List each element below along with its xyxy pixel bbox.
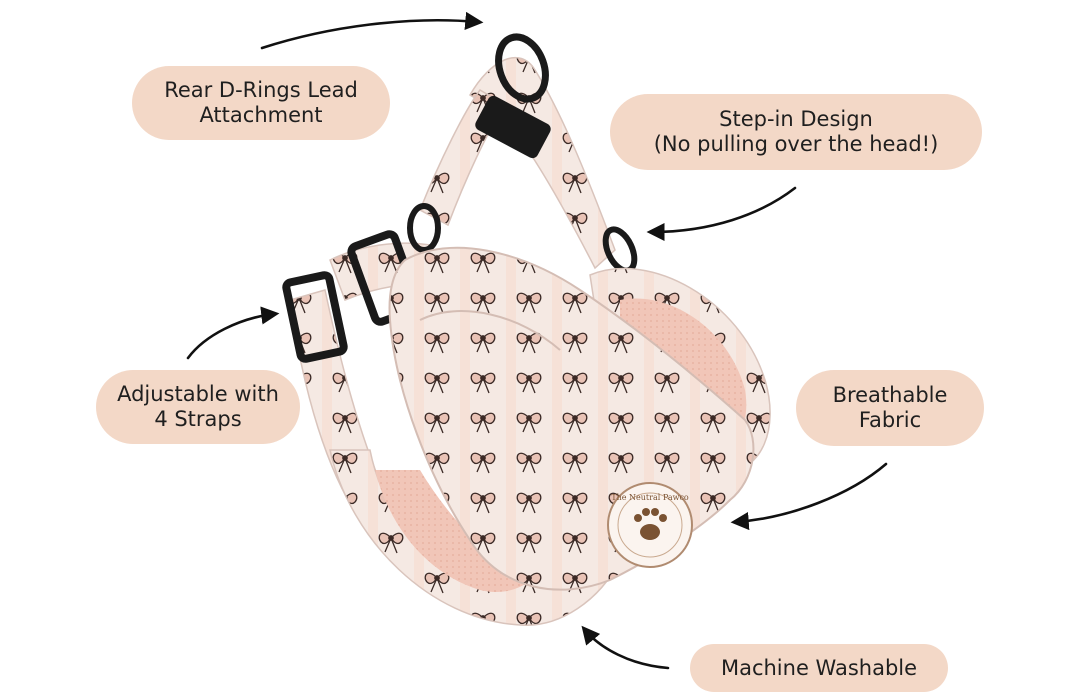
label-step-in-line2: (No pulling over the head!) [653,132,939,156]
top-strap [419,56,616,270]
label-rear-d-rings-line2: Attachment [199,103,323,127]
rear-d-rings [475,33,551,159]
arrow-breathable [730,462,888,531]
label-step-in: Step-in Design (No pulling over the head… [610,94,982,170]
label-breathable-line1: Breathable [832,383,948,407]
arrow-washable [581,625,670,670]
label-adjustable: Adjustable with 4 Straps [96,370,300,444]
brand-badge: The Neutral Pawco [607,482,693,568]
label-rear-d-rings-line1: Rear D-Rings Lead [164,78,358,102]
arrow-rear-d-rings [260,11,484,50]
label-adjustable-line2: 4 Straps [154,407,242,431]
label-step-in-line1: Step-in Design [719,107,873,131]
arrow-adjustable [186,306,280,360]
brand-badge-text: The Neutral Pawco [611,493,689,502]
arrow-step-in [646,186,797,242]
label-washable: Machine Washable [690,644,948,692]
label-breathable-line2: Fabric [858,408,922,432]
label-washable-line1: Machine Washable [720,655,918,680]
label-adjustable-line1: Adjustable with [117,382,279,406]
label-breathable: Breathable Fabric [796,370,984,446]
label-rear-d-rings: Rear D-Rings Lead Attachment [132,66,390,140]
